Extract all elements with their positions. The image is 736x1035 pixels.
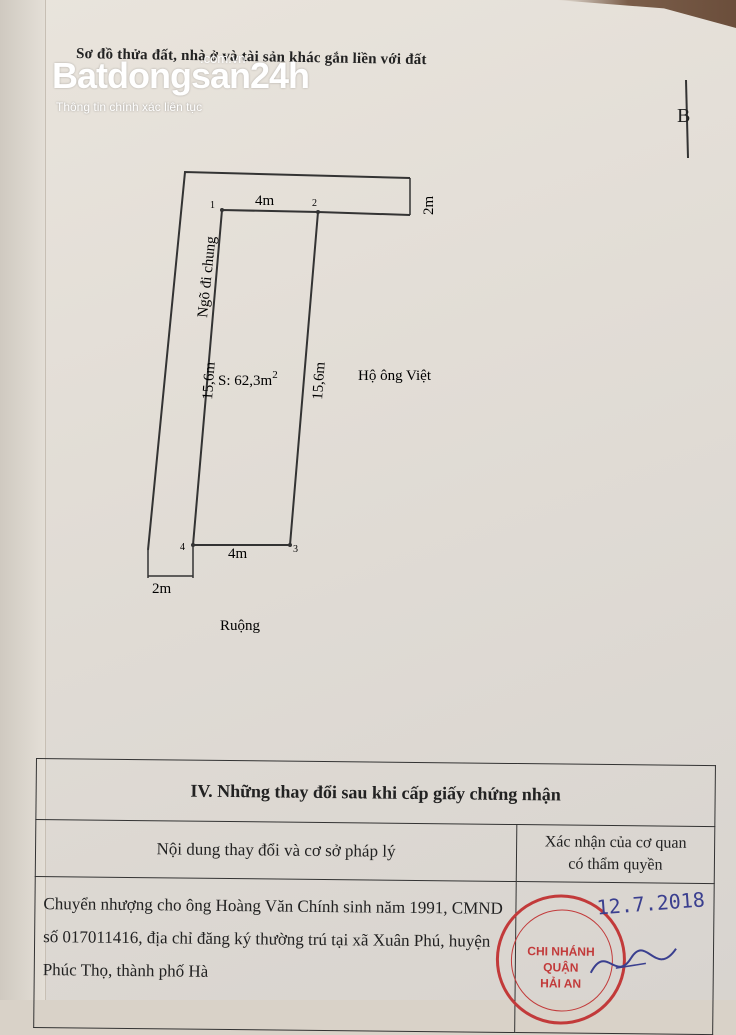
land-plot-diagram: 1 2 3 4 4m 4m 15,6m 15,6m 2m 2m Ngõ đi c… <box>147 79 689 634</box>
top-edge-label: 4m <box>255 193 275 209</box>
watermark-brand: Batdongsan24h <box>52 55 310 96</box>
area-superscript: 2 <box>272 369 278 381</box>
corner-dot-1 <box>220 208 224 212</box>
point-label-3: 3 <box>293 544 298 555</box>
signature-icon <box>589 948 677 974</box>
corner-dot-2 <box>316 210 320 214</box>
handwritten-date: 12.7.2018 <box>595 887 706 920</box>
neighbor-right-label: Hộ ông Việt <box>358 368 432 384</box>
area-label: S: 62,3m2 <box>218 369 278 389</box>
changes-section-title: IV. Những thay đổi sau khi cấp giấy chứn… <box>35 758 716 827</box>
area-value: S: 62,3m <box>218 373 273 389</box>
point-label-1: 1 <box>210 200 215 211</box>
point-label-4: 4 <box>180 542 185 553</box>
corner-dot-3 <box>288 543 292 547</box>
paper-fold-edge <box>0 0 46 1000</box>
column-header-confirm-line2: có thẩm quyền <box>568 855 663 874</box>
lane-boundary <box>147 170 411 551</box>
plot-top-extension <box>317 211 411 216</box>
watermark-domain: .com.vn <box>200 51 246 66</box>
lane-width-bottom-label: 2m <box>152 581 172 597</box>
left-edge-label: 15,6m <box>200 361 219 400</box>
north-label: B <box>677 105 691 127</box>
bottom-edge-label: 4m <box>228 546 248 562</box>
north-arrow-icon <box>685 79 689 159</box>
point-label-2: 2 <box>312 198 317 209</box>
column-header-confirm: Xác nhận của cơ quan có thẩm quyền <box>516 824 715 884</box>
right-edge-label: 15,6m <box>310 361 329 400</box>
change-entry-text: Chuyển nhượng cho ông Hoàng Văn Chính si… <box>33 876 517 1033</box>
document-paper <box>0 0 736 1000</box>
watermark-tagline: Thông tin chính xác liên tục <box>56 100 203 114</box>
column-header-confirm-line1: Xác nhận của cơ quan <box>544 833 687 852</box>
lane-width-top-label: 2m <box>421 196 437 216</box>
column-header-content: Nội dung thay đổi và cơ sở pháp lý <box>35 819 517 882</box>
corner-dot-4 <box>191 543 195 547</box>
changes-table: IV. Những thay đổi sau khi cấp giấy chứn… <box>33 758 716 1035</box>
confirmation-cell: CHI NHÁNH QUẬN HẢI AN 12.7.2018 <box>495 881 715 1035</box>
neighbor-bottom-label: Ruộng <box>220 618 261 634</box>
